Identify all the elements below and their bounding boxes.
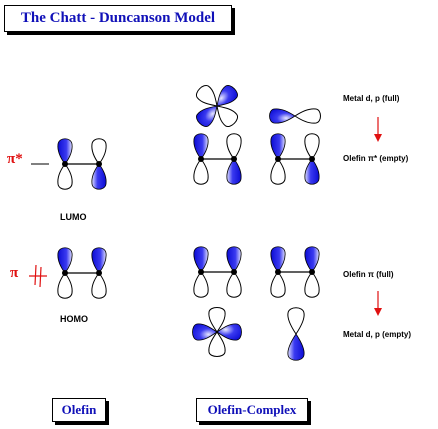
complex-metal-d-pi-star (193, 82, 242, 185)
title-box: The Chatt - Duncanson Model (4, 5, 232, 32)
olefin-complex-label: Olefin-Complex (207, 402, 297, 417)
upper-bottom-text: Olefin π* (empty) (343, 154, 409, 163)
complex-pi-metal-d (192, 246, 242, 357)
homo-label: HOMO (60, 314, 88, 324)
lumo-label: LUMO (60, 212, 87, 222)
diagram-title: The Chatt - Duncanson Model (20, 10, 216, 26)
pi-label: π (10, 265, 19, 281)
olefin-pi-star-orbital (31, 138, 107, 190)
complex-metal-p-pi-star (269, 108, 321, 185)
pi-star-label: π* (7, 151, 23, 167)
olefin-pi-orbital (29, 247, 107, 299)
complex-pi-metal-p (270, 246, 320, 361)
arrow-lower (374, 291, 382, 316)
pi-level-electron-pair (29, 264, 47, 288)
upper-top-text: Metal d, p (full) (343, 94, 400, 103)
lower-bottom-text: Metal d, p (empty) (343, 330, 412, 339)
lower-top-text: Olefin π (full) (343, 270, 394, 279)
olefin-box: Olefin (52, 398, 106, 422)
olefin-label: Olefin (61, 402, 97, 417)
olefin-complex-box: Olefin-Complex (196, 398, 308, 422)
arrow-upper (374, 117, 382, 142)
